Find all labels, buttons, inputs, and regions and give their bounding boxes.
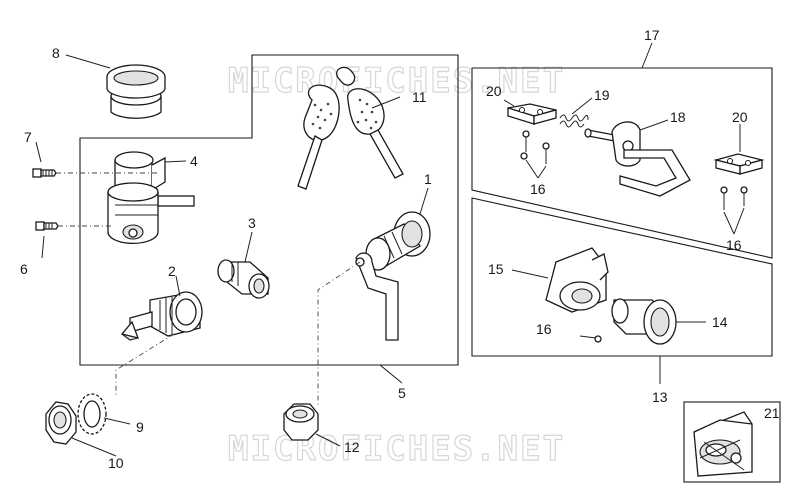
callout-21: 21	[764, 405, 780, 421]
kit-frame-5	[79, 54, 459, 366]
callout-1: 1	[424, 171, 432, 187]
callout-11: 11	[412, 89, 427, 105]
callout-13: 13	[652, 389, 668, 405]
watermark-top: MICROFICHES.NET	[228, 61, 565, 101]
washer-part-9	[77, 393, 107, 435]
callout-15: 15	[488, 261, 504, 277]
callout-16-right: 16	[726, 237, 742, 253]
callout-12: 12	[344, 439, 360, 455]
callout-16-lower: 16	[536, 321, 552, 337]
spring-part-19	[559, 114, 589, 128]
callout-4: 4	[190, 153, 198, 169]
callout-5: 5	[398, 385, 406, 401]
screws-part-16-upper	[520, 130, 550, 164]
screw-part-6	[35, 221, 59, 231]
leader-lines	[35, 42, 745, 457]
callout-17: 17	[644, 27, 660, 43]
screw-part-7	[32, 168, 57, 178]
hardware-bag-part-21	[693, 411, 753, 477]
screw-part-16-lower	[579, 335, 602, 343]
nut-part-12	[283, 403, 319, 441]
clip-part-20-left	[507, 103, 557, 125]
callout-16-upper: 16	[530, 181, 546, 197]
sleeve-part-8	[106, 64, 166, 119]
keys-part-11	[297, 66, 404, 190]
axis-line-1	[317, 261, 361, 406]
callout-14: 14	[712, 314, 728, 330]
callout-10: 10	[108, 455, 124, 471]
kit-frame-13	[471, 197, 773, 357]
kit-frame-21	[683, 401, 781, 483]
callout-8: 8	[52, 45, 60, 61]
callout-3: 3	[248, 215, 256, 231]
clip-part-20-right	[713, 153, 765, 175]
lock-with-lever-part-1	[355, 211, 431, 341]
lock-barrel-part-2	[120, 291, 203, 341]
callout-6: 6	[20, 261, 28, 277]
axis-line-2	[115, 333, 175, 396]
cylinder-part-3	[217, 259, 270, 299]
callout-19: 19	[594, 87, 610, 103]
latch-part-18	[584, 121, 691, 197]
kit-frame-17	[471, 67, 773, 259]
watermark-bottom: MICROFICHES.NET	[228, 429, 565, 469]
callout-20-left: 20	[486, 83, 502, 99]
callout-9: 9	[136, 419, 144, 435]
callout-2: 2	[168, 263, 176, 279]
nut-part-10	[45, 401, 77, 445]
screws-part-16-right	[720, 186, 748, 210]
lock-housing-part-4	[107, 151, 195, 244]
sleeve-part-14	[611, 298, 677, 345]
callout-7: 7	[24, 129, 32, 145]
cam-part-15	[545, 247, 609, 313]
callout-20-right: 20	[732, 109, 748, 125]
callout-18: 18	[670, 109, 686, 125]
